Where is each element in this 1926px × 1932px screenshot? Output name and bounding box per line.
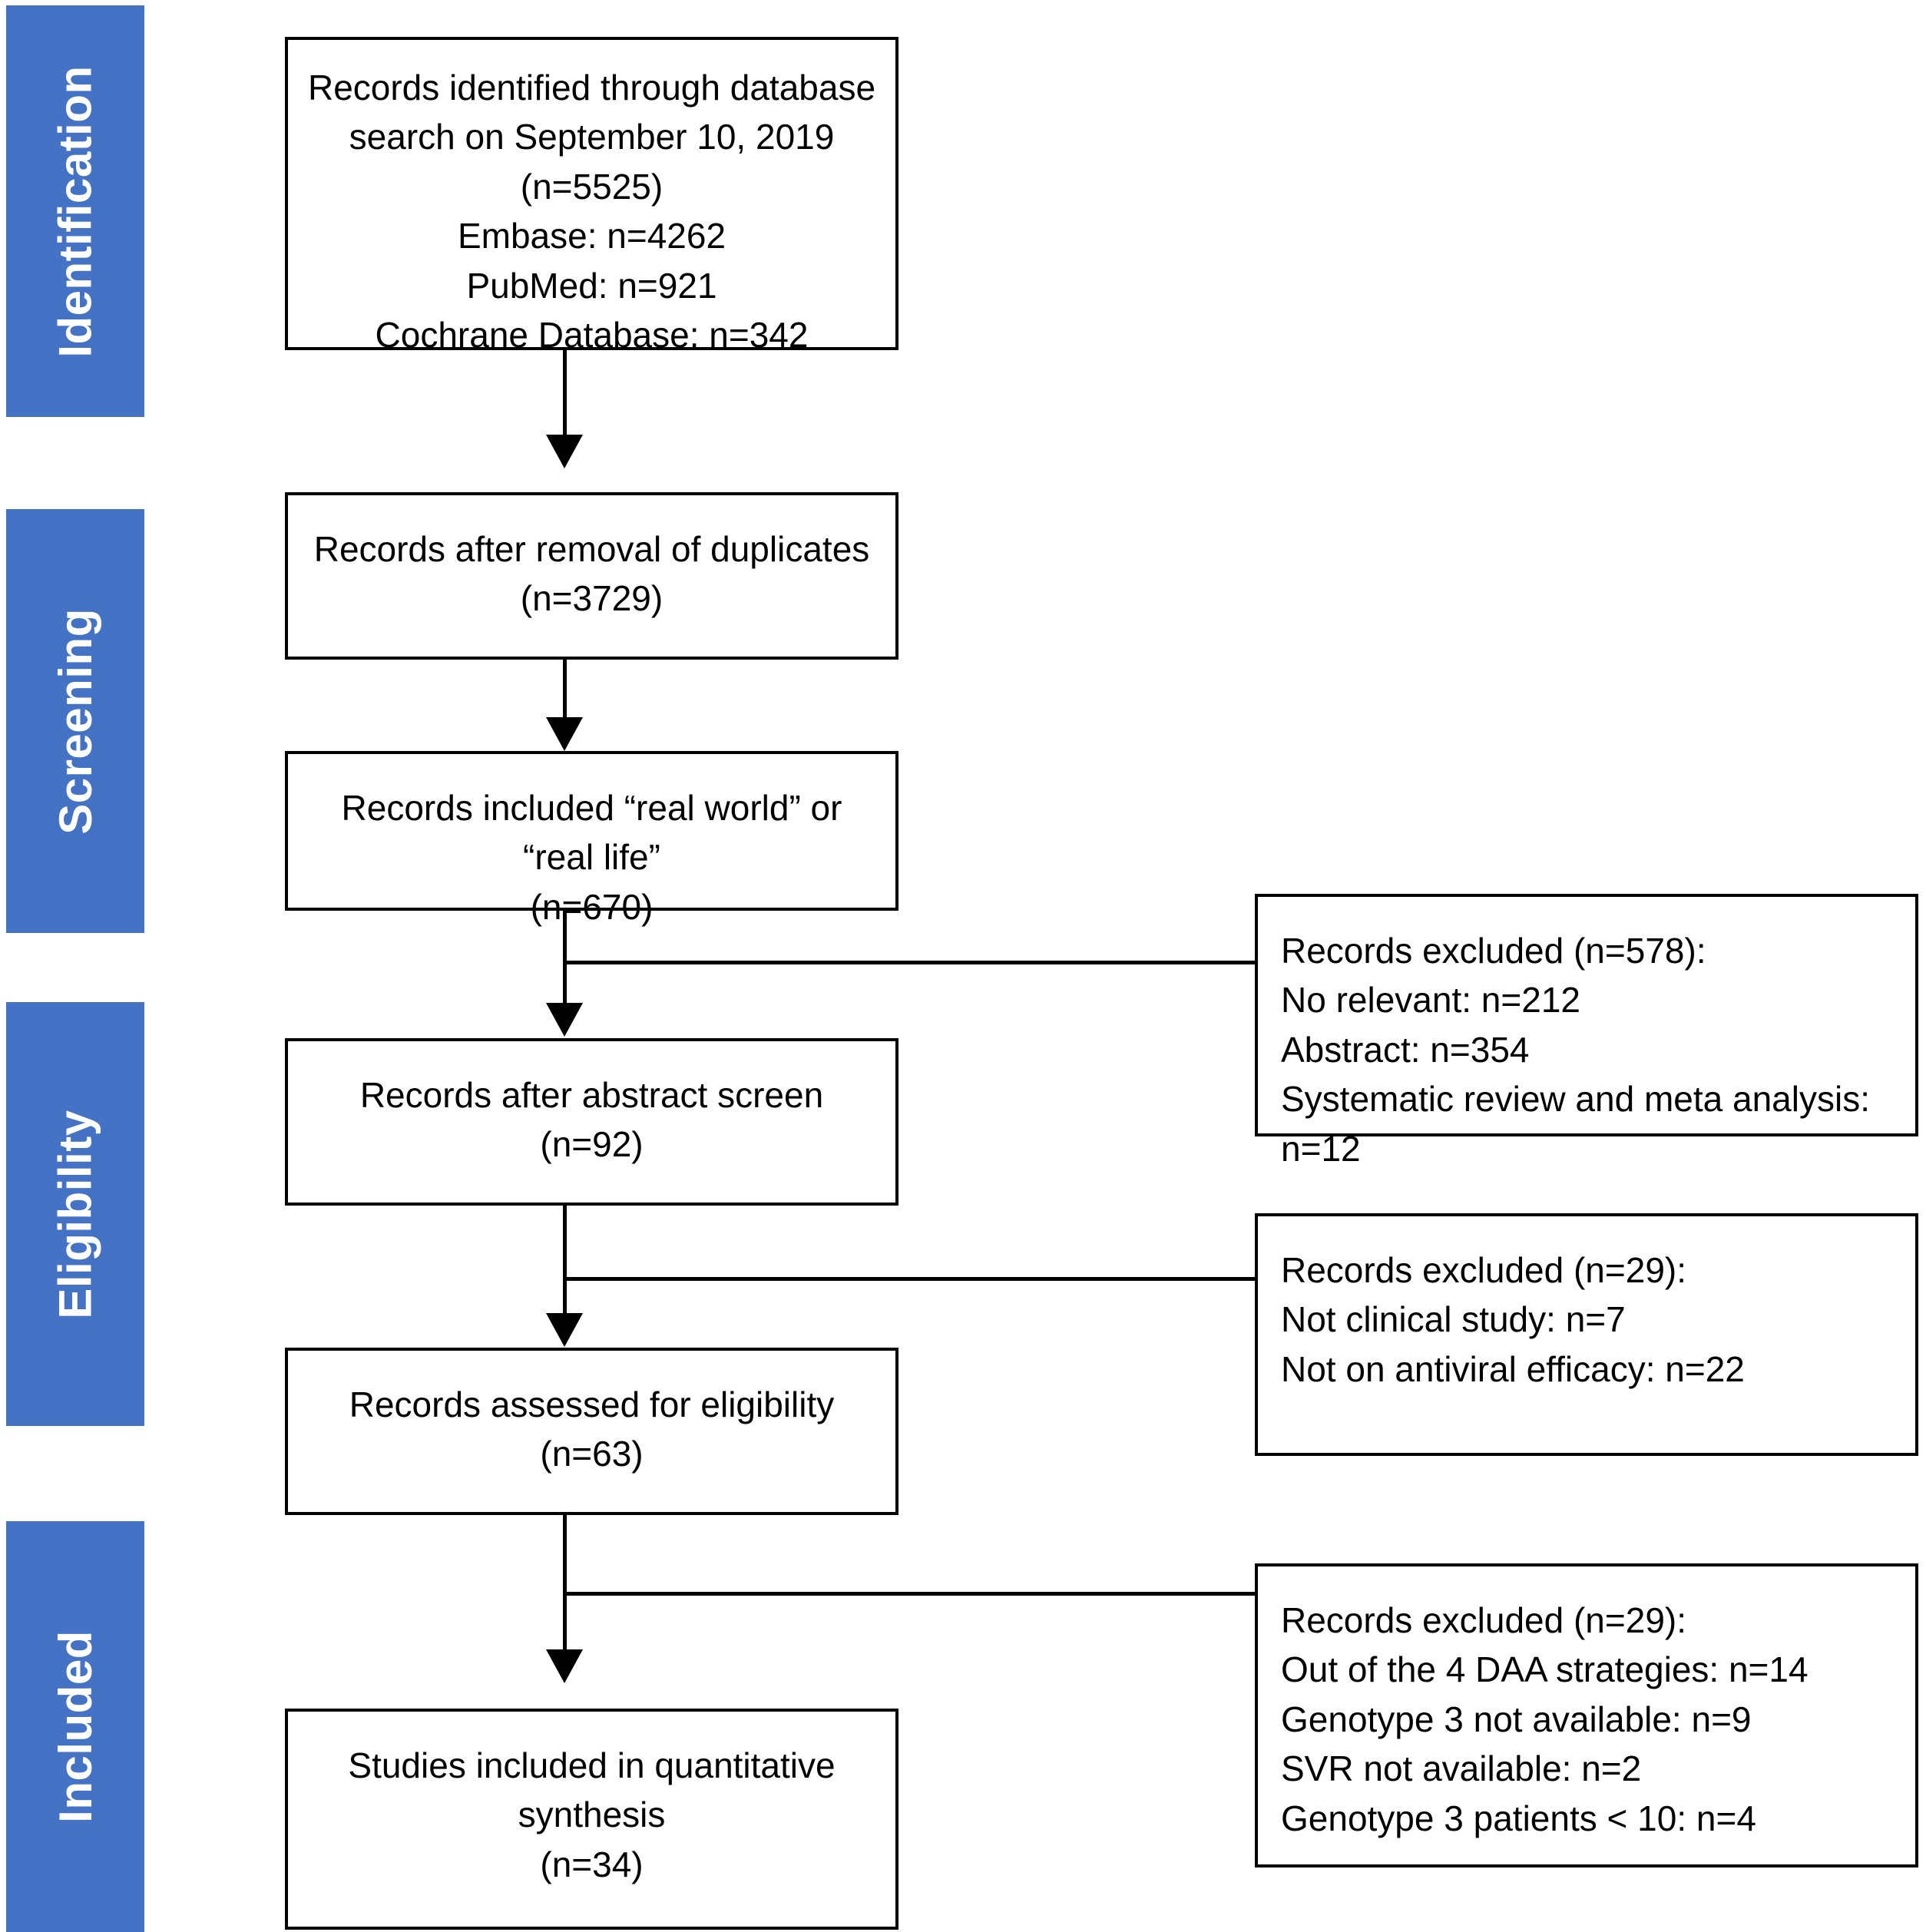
box-records-identified: Records identified through database sear… xyxy=(285,37,898,355)
box-real-world-terms-text: Records included “real world” or “real l… xyxy=(341,788,842,927)
stage-bar-included: Included xyxy=(6,1521,144,1932)
stage-bar-eligibility: Eligibility xyxy=(6,1002,144,1426)
box-records-identified-text: Records identified through database sear… xyxy=(307,68,876,355)
arrow-realworld-to-abstract xyxy=(546,1003,583,1037)
stage-bar-identification: Identification xyxy=(6,5,144,417)
box-after-duplicates-text: Records after removal of duplicates (n=3… xyxy=(313,529,870,619)
box-exclusion-abstract-screen: Records excluded (n=578): No relevant: n… xyxy=(1255,894,1918,1169)
connector-abstract-to-assessed xyxy=(563,1206,567,1328)
connector-realworld-to-abstract xyxy=(563,911,567,1018)
arrow-identified-to-duplicates xyxy=(546,435,583,468)
box-after-duplicates: Records after removal of duplicates (n=3… xyxy=(285,492,898,660)
box-exclusion-abstract-screen-text: Records excluded (n=578): No relevant: n… xyxy=(1281,931,1870,1169)
branch-line-exclusion-1 xyxy=(563,961,1258,964)
branch-line-exclusion-2 xyxy=(563,1277,1258,1281)
stage-label-included: Included xyxy=(49,1630,101,1823)
stage-label-eligibility: Eligibility xyxy=(49,1109,101,1319)
stage-label-screening: Screening xyxy=(49,607,101,835)
arrow-duplicates-to-realworld xyxy=(546,717,583,751)
arrow-abstract-to-assessed xyxy=(546,1313,583,1347)
branch-line-exclusion-3 xyxy=(563,1592,1258,1596)
connector-duplicates-to-realworld xyxy=(563,660,567,729)
box-exclusion-full-text: Records excluded (n=29): Not clinical st… xyxy=(1255,1213,1918,1456)
box-real-world-terms: Records included “real world” or “real l… xyxy=(285,751,898,927)
box-exclusion-full-text-text: Records excluded (n=29): Not clinical st… xyxy=(1281,1250,1745,1389)
stage-bar-screening: Screening xyxy=(6,509,144,933)
box-after-abstract-screen-text: Records after abstract screen (n=92) xyxy=(359,1075,824,1165)
arrow-assessed-to-included xyxy=(546,1649,583,1683)
stage-label-identification: Identification xyxy=(49,65,101,358)
box-after-abstract-screen: Records after abstract screen (n=92) xyxy=(285,1038,898,1206)
box-studies-included: Studies included in quantitative synthes… xyxy=(285,1709,898,1930)
box-assessed-for-eligibility-text: Records assessed for eligibility (n=63) xyxy=(349,1384,835,1474)
box-exclusion-eligibility: Records excluded (n=29): Out of the 4 DA… xyxy=(1255,1563,1918,1867)
box-studies-included-text: Studies included in quantitative synthes… xyxy=(348,1745,836,1884)
box-assessed-for-eligibility: Records assessed for eligibility (n=63) xyxy=(285,1348,898,1515)
box-exclusion-eligibility-text: Records excluded (n=29): Out of the 4 DA… xyxy=(1281,1600,1809,1838)
connector-identified-to-duplicates xyxy=(563,350,567,441)
